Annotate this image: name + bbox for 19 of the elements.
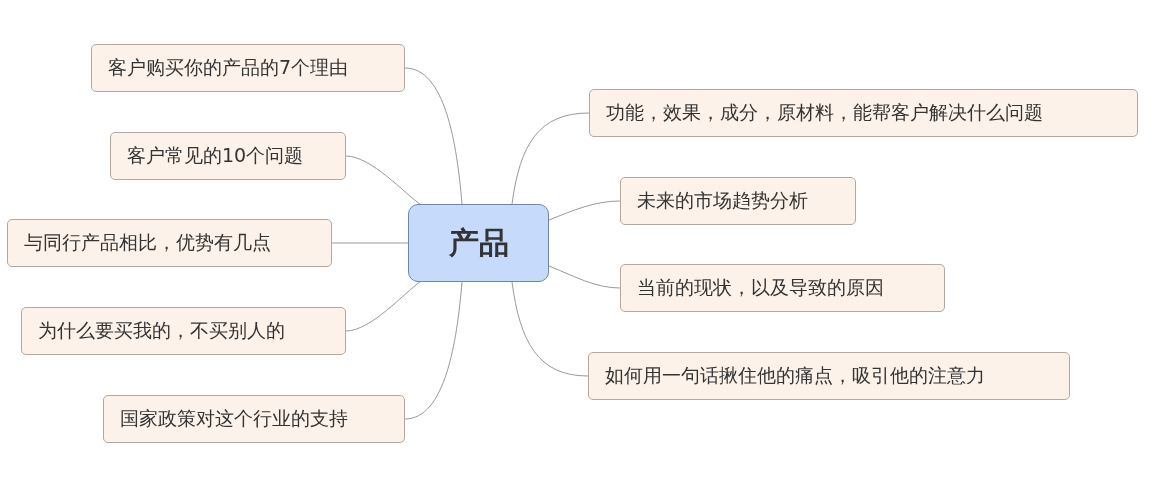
- connector-line: [404, 281, 463, 420]
- topic-box: 功能，效果，成分，原材料，能帮客户解决什么问题: [589, 89, 1138, 137]
- topic-box: 与同行产品相比，优势有几点: [7, 219, 332, 267]
- connector-line: [345, 281, 421, 332]
- central-topic-box: 产品: [408, 204, 549, 282]
- topic-box: 客户购买你的产品的7个理由: [91, 44, 405, 92]
- connector-line: [345, 155, 421, 205]
- connector-line: [511, 281, 589, 377]
- topic-box: 未来的市场趋势分析: [620, 177, 856, 225]
- connector-line: [331, 242, 409, 244]
- connector-line: [511, 112, 590, 205]
- connector-line: [548, 265, 621, 289]
- topic-box: 如何用一句话揪住他的痛点，吸引他的注意力: [588, 352, 1070, 400]
- topic-box: 当前的现状，以及导致的原因: [620, 264, 945, 312]
- topic-box: 国家政策对这个行业的支持: [103, 395, 405, 443]
- connector-line: [404, 67, 463, 205]
- topic-box: 客户常见的10个问题: [110, 132, 346, 180]
- topic-box: 为什么要买我的，不买别人的: [21, 307, 346, 355]
- connector-line: [548, 200, 621, 221]
